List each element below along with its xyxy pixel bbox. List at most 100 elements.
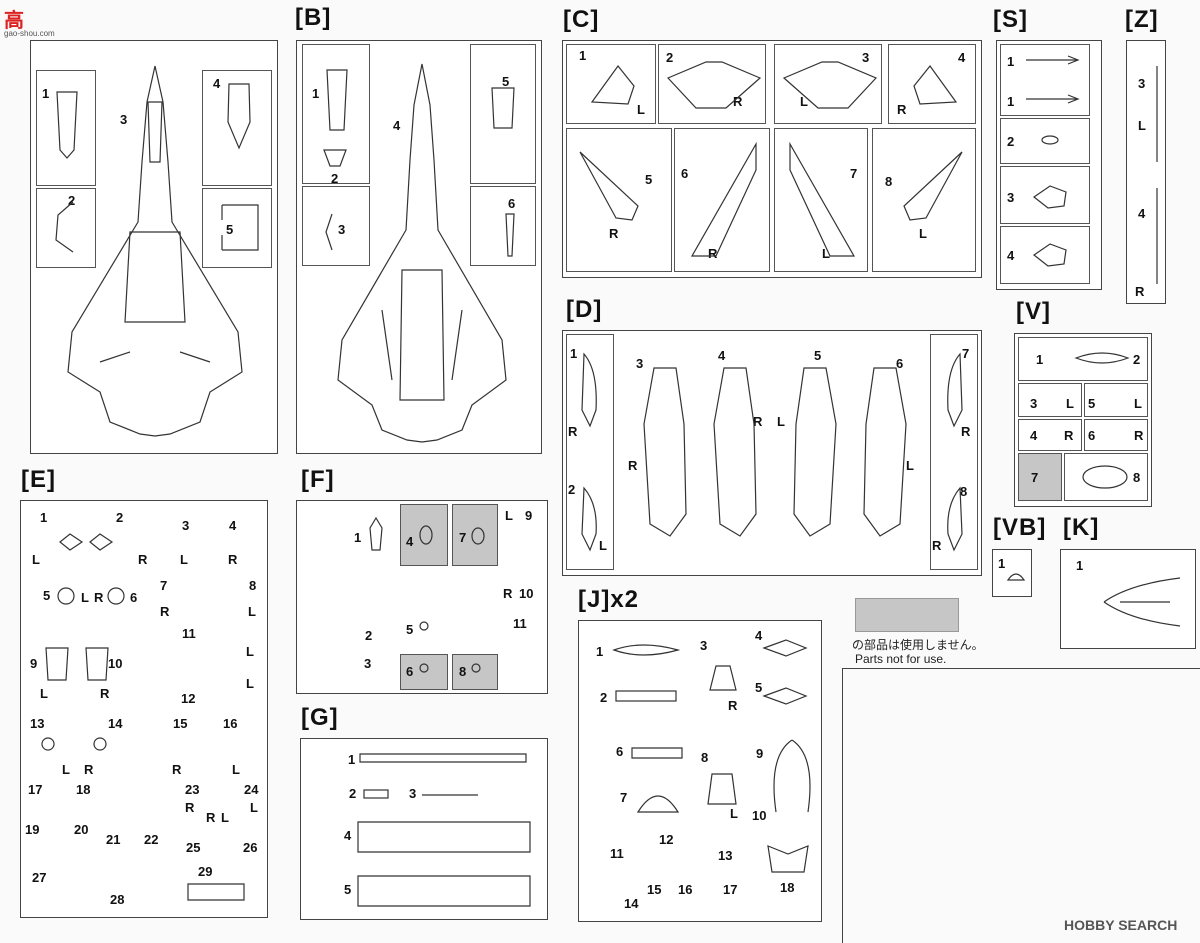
small-part: [89, 533, 114, 551]
part-label: 15: [173, 716, 188, 731]
side-label: R: [568, 424, 578, 439]
part-label: 3: [409, 786, 417, 801]
part-label: 4: [718, 348, 726, 363]
empty-frame: [842, 668, 1200, 943]
part-label: 16: [678, 882, 693, 897]
site-logo: 高: [4, 10, 24, 32]
sprue-g-frame: [300, 738, 548, 920]
wing-part: [782, 61, 878, 109]
leg-part: [713, 367, 757, 537]
leg-part: [581, 486, 597, 552]
screw-part: [422, 794, 478, 796]
part-label: 6: [681, 166, 689, 181]
part-label: 1: [40, 510, 48, 525]
side-label: R: [932, 538, 942, 553]
part-label: 14: [624, 896, 639, 911]
small-part: [56, 91, 78, 159]
small-part: [419, 525, 433, 545]
wing-part: [590, 65, 635, 105]
part-label: 2: [365, 628, 373, 643]
part-label: 8: [1133, 470, 1141, 485]
hand-part: [1032, 185, 1067, 209]
small-part: [57, 587, 75, 605]
part-label: 12: [659, 832, 674, 847]
part-label: 6: [406, 664, 414, 679]
part-label: 2: [1133, 352, 1141, 367]
part-label: 5: [502, 74, 510, 89]
sprue-title: [J]x2: [578, 586, 640, 613]
small-part: [326, 69, 348, 131]
tail-part: [1103, 577, 1181, 627]
site-url: gao-shou.com: [4, 29, 55, 38]
side-label: R: [1134, 428, 1144, 443]
sprue-b-cell: [302, 186, 370, 266]
small-part: [419, 621, 429, 631]
side-label: L: [62, 762, 70, 777]
part-label: 17: [28, 782, 43, 797]
side-label: L: [599, 538, 607, 553]
sprue-v-cell: [1018, 419, 1082, 451]
sprue-title: [D]: [566, 296, 603, 323]
sprue-title: [B]: [295, 4, 332, 31]
part-label: 2: [568, 482, 576, 497]
small-part: [59, 533, 84, 551]
part-label: 7: [962, 346, 970, 361]
unused-swatch: [855, 598, 959, 632]
side-label: L: [250, 800, 258, 815]
small-part: [615, 690, 677, 702]
sprue-c-cell: [674, 128, 770, 272]
part-label: 8: [249, 578, 257, 593]
cockpit-part: [187, 883, 245, 901]
part-label: 2: [1007, 134, 1015, 149]
part-label: 15: [647, 882, 662, 897]
part-label: 14: [108, 716, 123, 731]
side-label: L: [40, 686, 48, 701]
part-label: 4: [344, 828, 352, 843]
part-label: 4: [229, 518, 237, 533]
fuselage-lower-part: [337, 63, 507, 443]
side-label: R: [84, 762, 94, 777]
side-label: L: [637, 102, 645, 117]
part-label: 2: [68, 193, 76, 208]
part-label: 22: [144, 832, 159, 847]
sprue-v-cell: [1064, 453, 1148, 501]
part-label: 1: [1007, 54, 1015, 69]
part-label: 3: [120, 112, 128, 127]
part-label: 10: [519, 586, 534, 601]
part-label: 1: [354, 530, 362, 545]
side-label: L: [1134, 396, 1142, 411]
small-part: [419, 663, 429, 673]
sprue-title: [C]: [563, 6, 600, 33]
part-label: 3: [364, 656, 372, 671]
part-label: 4: [958, 50, 966, 65]
part-label: 21: [106, 832, 121, 847]
legend-en: Parts not for use.: [855, 652, 947, 666]
part-label: 4: [406, 534, 414, 549]
wing-part: [579, 151, 639, 221]
side-label: R: [753, 414, 763, 429]
small-part: [709, 665, 737, 691]
part-label: 3: [1007, 190, 1015, 205]
small-part: [55, 201, 74, 253]
wing-part: [789, 141, 856, 257]
side-label: L: [246, 676, 254, 691]
part-label: 27: [32, 870, 47, 885]
part-label: 5: [755, 680, 763, 695]
side-label: L: [777, 414, 785, 429]
side-label: R: [961, 424, 971, 439]
small-part: [762, 687, 808, 705]
part-label: 9: [30, 656, 38, 671]
small-part: [471, 663, 481, 673]
small-part: [471, 527, 485, 545]
part-label: 2: [666, 50, 674, 65]
side-label: R: [628, 458, 638, 473]
small-part: [773, 739, 811, 813]
missile-part: [1026, 55, 1080, 65]
part-label: 1: [42, 86, 50, 101]
part-label: 16: [223, 716, 238, 731]
side-label: L: [248, 604, 256, 619]
sprue-s-cell: [1000, 166, 1090, 224]
hand-part: [1032, 243, 1067, 267]
part-label: 29: [198, 864, 213, 879]
small-part: [505, 213, 515, 257]
